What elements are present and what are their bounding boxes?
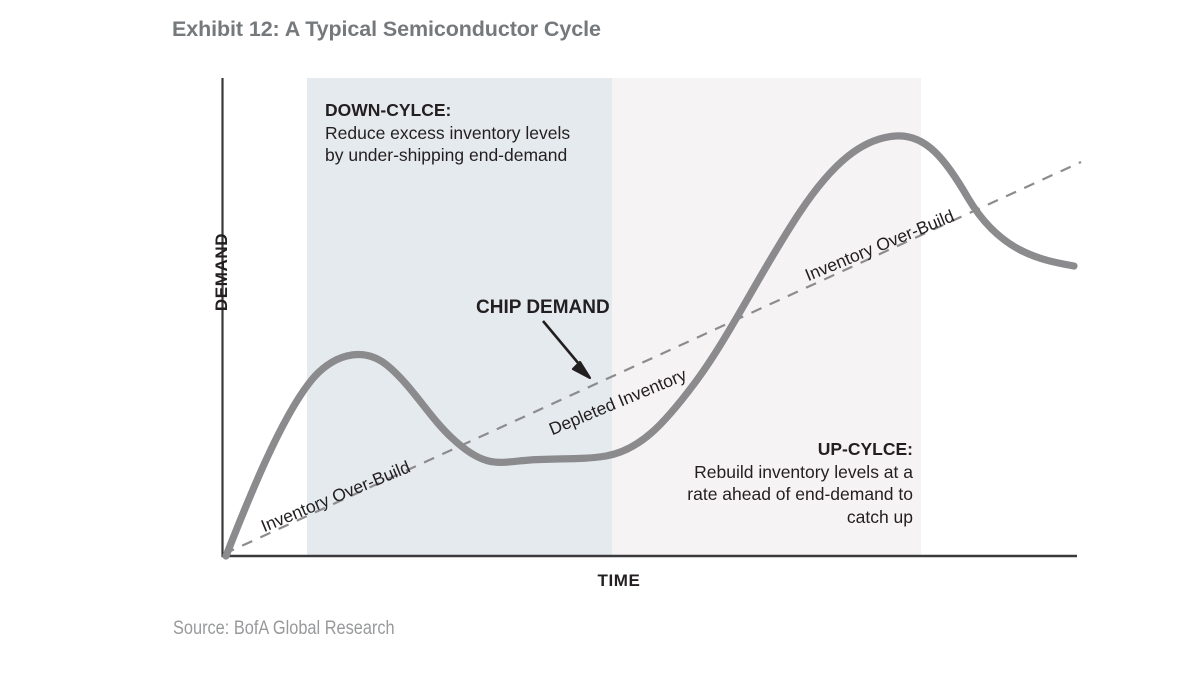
down-cycle-body: Reduce excess inventory levels by under-…	[325, 122, 571, 166]
page-title: Exhibit 12: A Typical Semiconductor Cycl…	[172, 17, 601, 41]
down-cycle-shaded-band	[307, 78, 612, 556]
up-cycle-shaded-band	[612, 78, 921, 556]
source-note: Source: BofA Global Research	[173, 618, 395, 639]
down-cycle-callout: DOWN-CYLCE: Reduce excess inventory leve…	[325, 99, 577, 167]
up-cycle-body: Rebuild inventory levels at a rate ahead…	[687, 461, 913, 527]
chip-demand-curve	[222, 132, 1078, 560]
chip-demand-label: CHIP DEMAND	[476, 297, 610, 318]
chip-demand-arrow	[542, 320, 592, 380]
up-cycle-callout: UP-CYLCE: Rebuild inventory levels at a …	[660, 438, 913, 528]
end-demand-trend-line	[223, 160, 1082, 556]
y-axis-label: DEMAND	[212, 232, 231, 312]
down-cycle-heading: DOWN-CYLCE:	[325, 100, 452, 120]
up-cycle-heading: UP-CYLCE:	[817, 439, 913, 459]
x-axis-label: TIME	[597, 571, 641, 590]
